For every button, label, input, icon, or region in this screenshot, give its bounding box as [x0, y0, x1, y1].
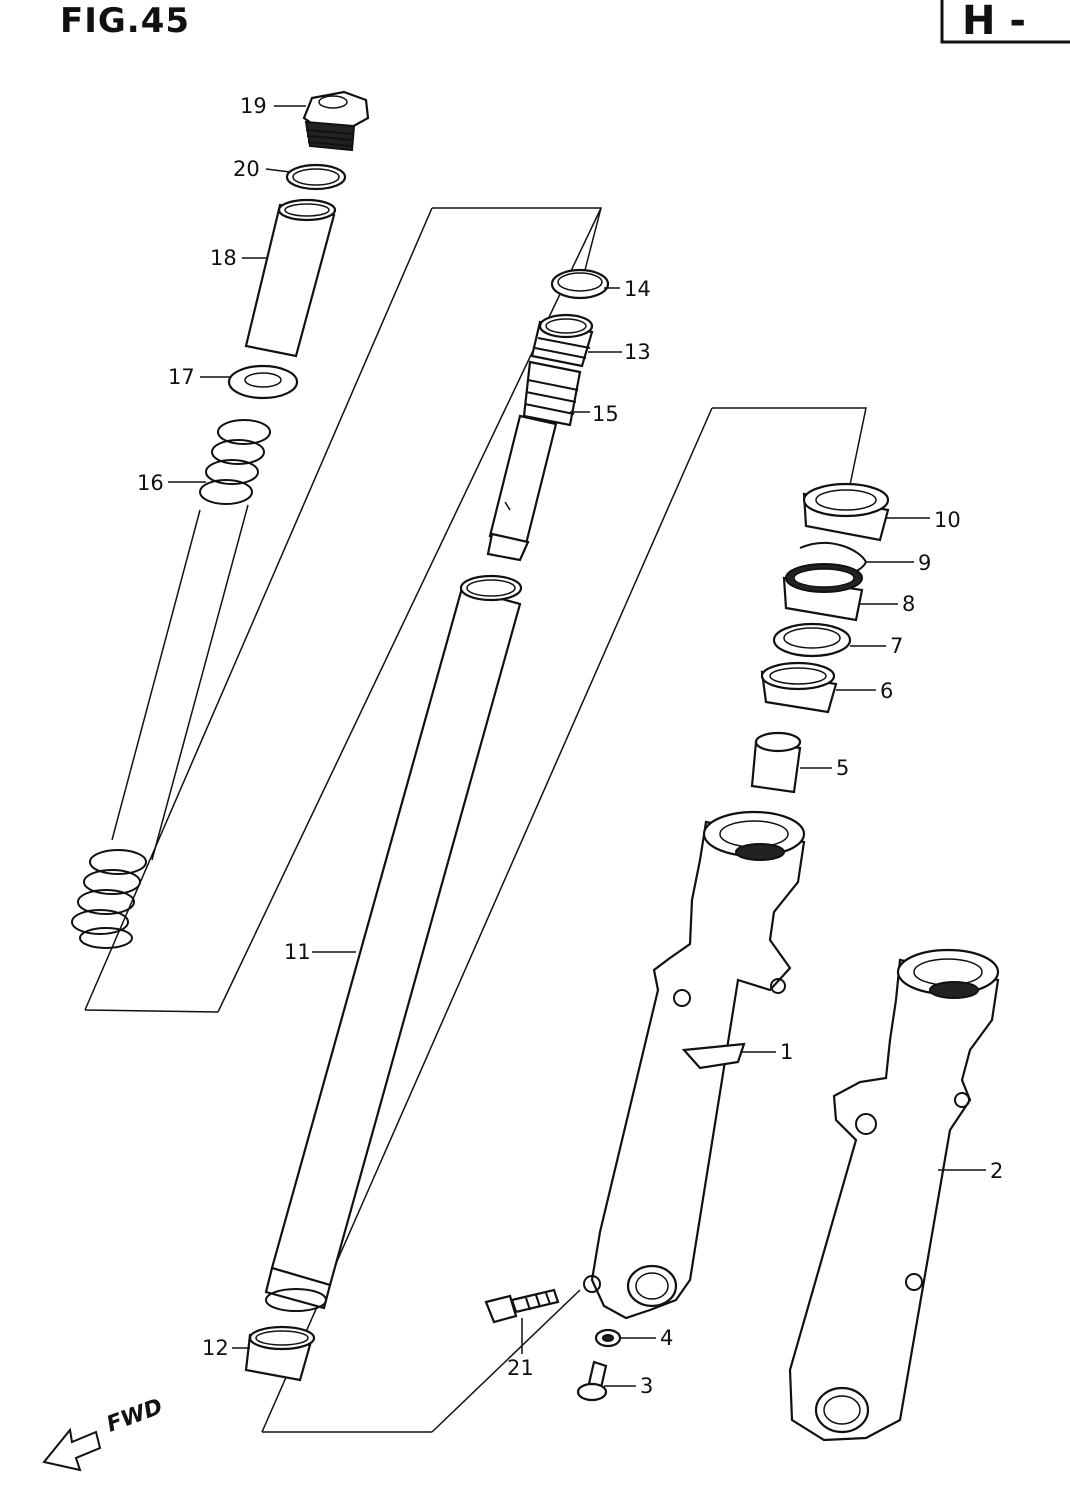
part-16-spring: [71, 419, 271, 949]
part-15-damper-rod: [486, 360, 582, 562]
callout-14: 14: [624, 277, 651, 301]
part-7-washer: [772, 622, 852, 658]
group-outline-left-side: [84, 207, 433, 1011]
callout-3: 3: [640, 1374, 653, 1398]
page-ref: H -: [962, 0, 1026, 44]
part-14-ring: [550, 268, 610, 300]
callout-13: 13: [624, 340, 651, 364]
part-8-oil-seal: [782, 563, 864, 622]
callout-11: 11: [284, 940, 311, 964]
figure-title: FIG.45: [60, 1, 190, 41]
callout-12: 12: [202, 1336, 229, 1360]
part-18-spacer: [244, 198, 337, 358]
part-17-washer: [227, 364, 299, 400]
part-13-piston: [530, 313, 594, 368]
callout-1: 1: [780, 1040, 793, 1064]
part-12-bushing: [244, 1325, 316, 1382]
callout-18: 18: [210, 246, 237, 270]
forward-label: FWD: [104, 1394, 167, 1437]
callout-21: 21: [507, 1356, 534, 1380]
callout-10: 10: [934, 508, 961, 532]
part-1-outer-tube: [583, 810, 806, 1320]
callout-19: 19: [240, 94, 267, 118]
callout-17: 17: [168, 365, 195, 389]
part-3-screw: [576, 1360, 608, 1402]
callout-8: 8: [902, 592, 915, 616]
part-2-outer-tube: [788, 948, 1000, 1442]
callout-2: 2: [990, 1159, 1003, 1183]
group-outline-right: [712, 407, 867, 486]
callout-5: 5: [836, 756, 849, 780]
part-5-oil-lock-piece: [750, 731, 802, 794]
part-19-cap-bolt: [302, 90, 370, 152]
part-11-inner-tube: [264, 574, 523, 1312]
page-ref-box: [940, 0, 1070, 44]
leader-lines: [168, 105, 986, 1387]
callout-9: 9: [918, 551, 931, 575]
forward-arrow-icon: [42, 1427, 102, 1472]
callout-15: 15: [592, 402, 619, 426]
part-10-dust-seal: [802, 482, 890, 542]
callout-16: 16: [137, 471, 164, 495]
part-6-bushing: [760, 661, 838, 714]
callout-4: 4: [660, 1326, 673, 1350]
callout-20: 20: [233, 157, 260, 181]
callout-6: 6: [880, 679, 893, 703]
group-outline-left-bottom: [84, 1009, 219, 1013]
callout-7: 7: [890, 634, 903, 658]
group-outline-right-right: [431, 1289, 581, 1433]
part-21-bolt: [484, 1288, 560, 1324]
part-4-washer: [594, 1328, 622, 1348]
